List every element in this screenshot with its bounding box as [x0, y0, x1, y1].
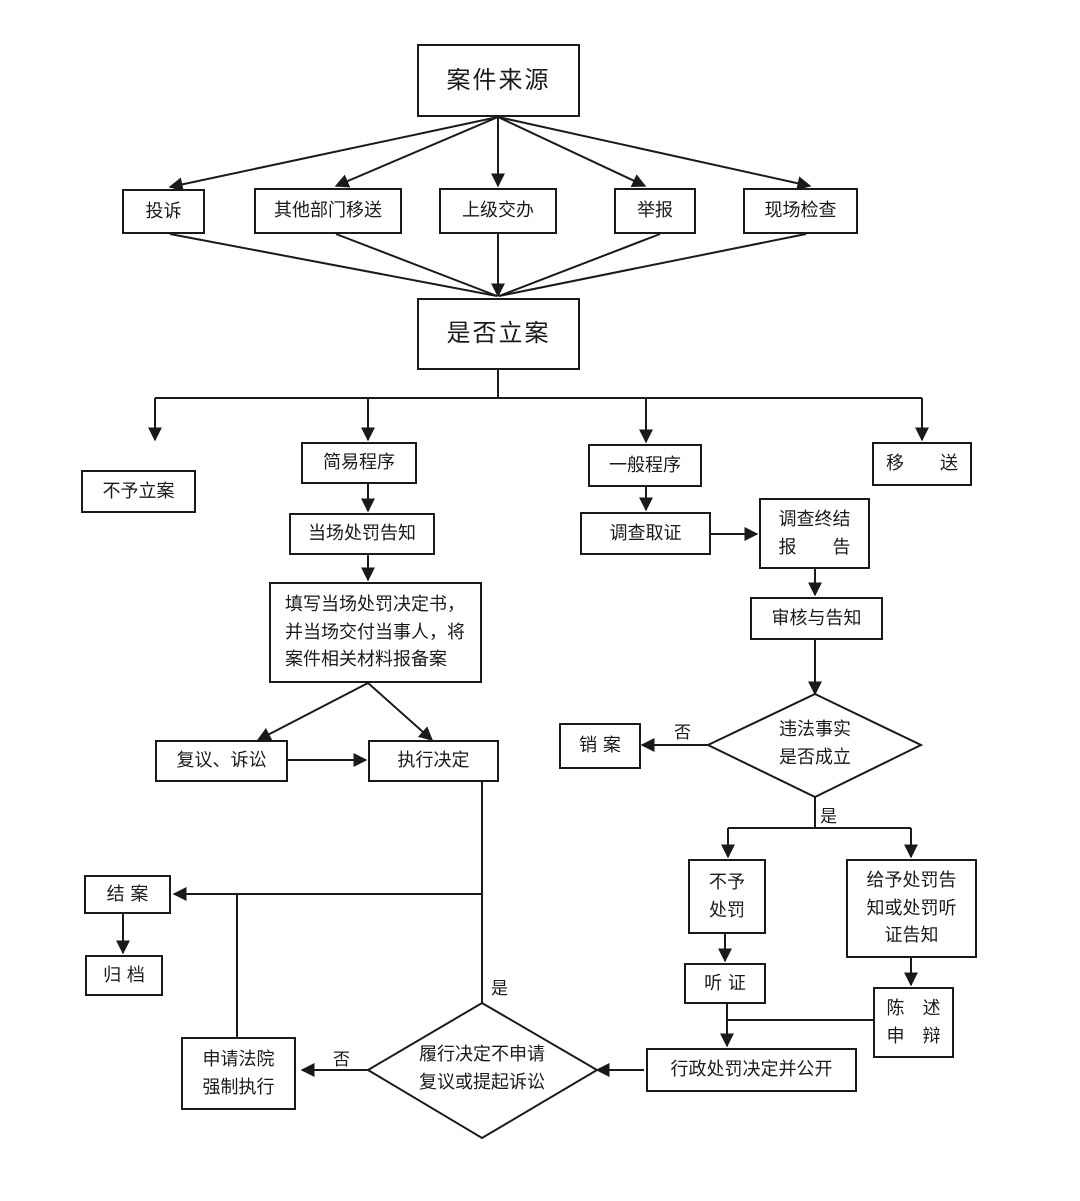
edge-label-no-court: 否: [333, 1050, 350, 1070]
node-not-filed: 不予立案: [81, 470, 196, 513]
edge-label-no-cancel: 否: [674, 723, 691, 743]
node-simple-procedure: 简易程序: [301, 442, 417, 484]
node-onsite-penalty-notice: 当场处罚告知: [289, 513, 435, 555]
edge-fill-reconsider: [256, 682, 369, 741]
node-complaint: 投诉: [122, 189, 205, 234]
edge-source-report: [497, 116, 647, 187]
node-cancel-case: 销 案: [559, 723, 641, 769]
node-onsite-inspection: 现场检查: [743, 188, 858, 234]
node-report: 举报: [614, 188, 696, 234]
node-investigation-report: 调查终结 报 告: [759, 498, 870, 569]
node-court-enforcement: 申请法院 强制执行: [181, 1037, 296, 1110]
node-whether-file-case: 是否立案: [417, 298, 580, 370]
node-fulfill-no-appeal: 履行决定不申请 复议或提起诉讼: [419, 1044, 545, 1093]
decision-diamond-fulfill: [366, 1001, 599, 1140]
node-no-penalty: 不予 处罚: [688, 859, 766, 934]
edge-fill-execute: [367, 682, 434, 741]
node-review-notice: 审核与告知: [750, 597, 883, 640]
edge-report-file: [498, 233, 661, 297]
node-archive: 归 档: [85, 955, 163, 996]
decision-diamond-violation: [705, 692, 924, 799]
edge-source-inspection: [497, 116, 812, 191]
node-statement-defense: 陈 述 申 辩: [873, 987, 954, 1058]
edge-label-yes-violation: 是: [820, 807, 837, 827]
edge-complaint-file: [169, 233, 498, 297]
node-other-dept-transfer: 其他部门移送: [254, 188, 402, 234]
node-fill-decision: 填写当场处罚决定书， 并当场交付当事人，将 案件相关材料报备案: [269, 582, 482, 683]
node-general-procedure: 一般程序: [588, 444, 702, 487]
node-violation-established: 违法事实 是否成立: [779, 719, 851, 768]
node-reconsider-litigation: 复议、诉讼: [155, 740, 288, 782]
edge-source-complaint: [168, 116, 499, 192]
node-transfer: 移 送: [872, 442, 972, 486]
node-superior-assigned: 上级交办: [439, 188, 557, 234]
node-case-source: 案件来源: [417, 44, 580, 117]
node-investigate-evidence: 调查取证: [580, 512, 711, 555]
node-close-case: 结 案: [84, 875, 171, 914]
edge-inspection-file: [498, 233, 807, 297]
node-hearing: 听 证: [684, 963, 766, 1004]
node-admin-penalty-public: 行政处罚决定并公开: [646, 1048, 857, 1092]
node-penalty-notice: 给予处罚告 知或处罚听 证告知: [846, 859, 977, 958]
edge-source-transfer: [334, 116, 499, 188]
node-execute-decision: 执行决定: [368, 740, 499, 782]
edge-label-yes-close: 是: [491, 979, 508, 999]
edge-transfer-file: [335, 233, 498, 297]
